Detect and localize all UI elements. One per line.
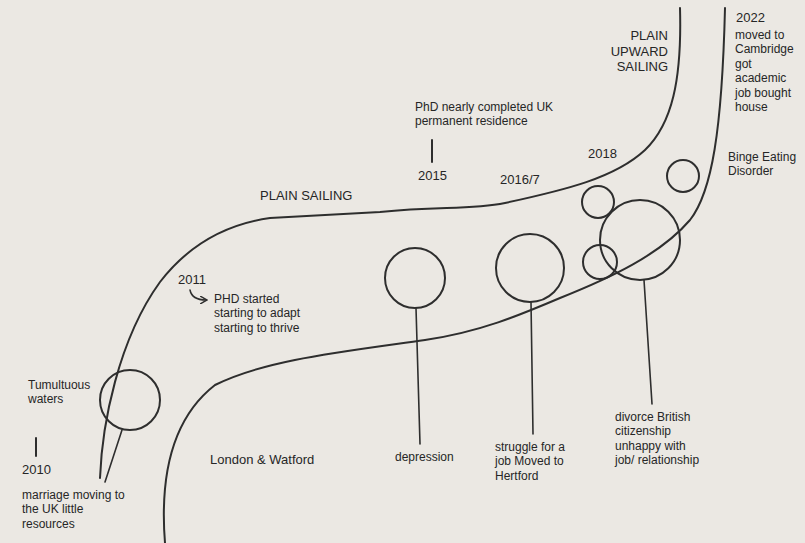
leader-line (644, 280, 652, 404)
river-upper-bank (100, 8, 680, 478)
rock-circle (385, 248, 445, 308)
pointer-arrow (190, 290, 206, 300)
event-note: struggle for a job Moved to Hertford (495, 440, 580, 483)
event-note: depression (395, 450, 475, 464)
section-heading: PLAIN SAILING (260, 188, 390, 204)
river-lower-bank (164, 8, 725, 543)
place-label: London & Watford (210, 452, 350, 468)
year-label: 2018 (588, 146, 628, 162)
event-note: Binge Eating Disorder (728, 150, 798, 179)
year-label: 2022 (736, 10, 796, 26)
leader-line (105, 430, 122, 482)
event-note: PhD nearly completed UK permanent reside… (415, 100, 575, 129)
year-tick (35, 438, 37, 456)
event-note: marriage moving to the UK little resourc… (22, 488, 132, 531)
event-note: moved to Cambridge got academic job boug… (735, 28, 801, 114)
leader-line (416, 308, 420, 444)
rock-circle (667, 160, 699, 192)
year-label: 2010 (22, 462, 62, 478)
leader-line (531, 302, 533, 434)
year-label: 2015 (418, 168, 458, 184)
year-label: 2011 (178, 272, 218, 288)
year-tick (431, 140, 433, 162)
year-label: 2016/7 (500, 172, 550, 188)
rock-circle (583, 245, 617, 279)
section-heading: PLAIN UPWARD SAILING (600, 28, 668, 75)
section-heading: Tumultuous waters (28, 378, 98, 407)
event-note: divorce British citizenship unhappy with… (615, 410, 705, 468)
event-note: PHD started starting to adapt starting t… (214, 292, 322, 335)
rock-circle (100, 370, 160, 430)
rock-circle (496, 234, 564, 302)
rock-circle (600, 200, 680, 280)
